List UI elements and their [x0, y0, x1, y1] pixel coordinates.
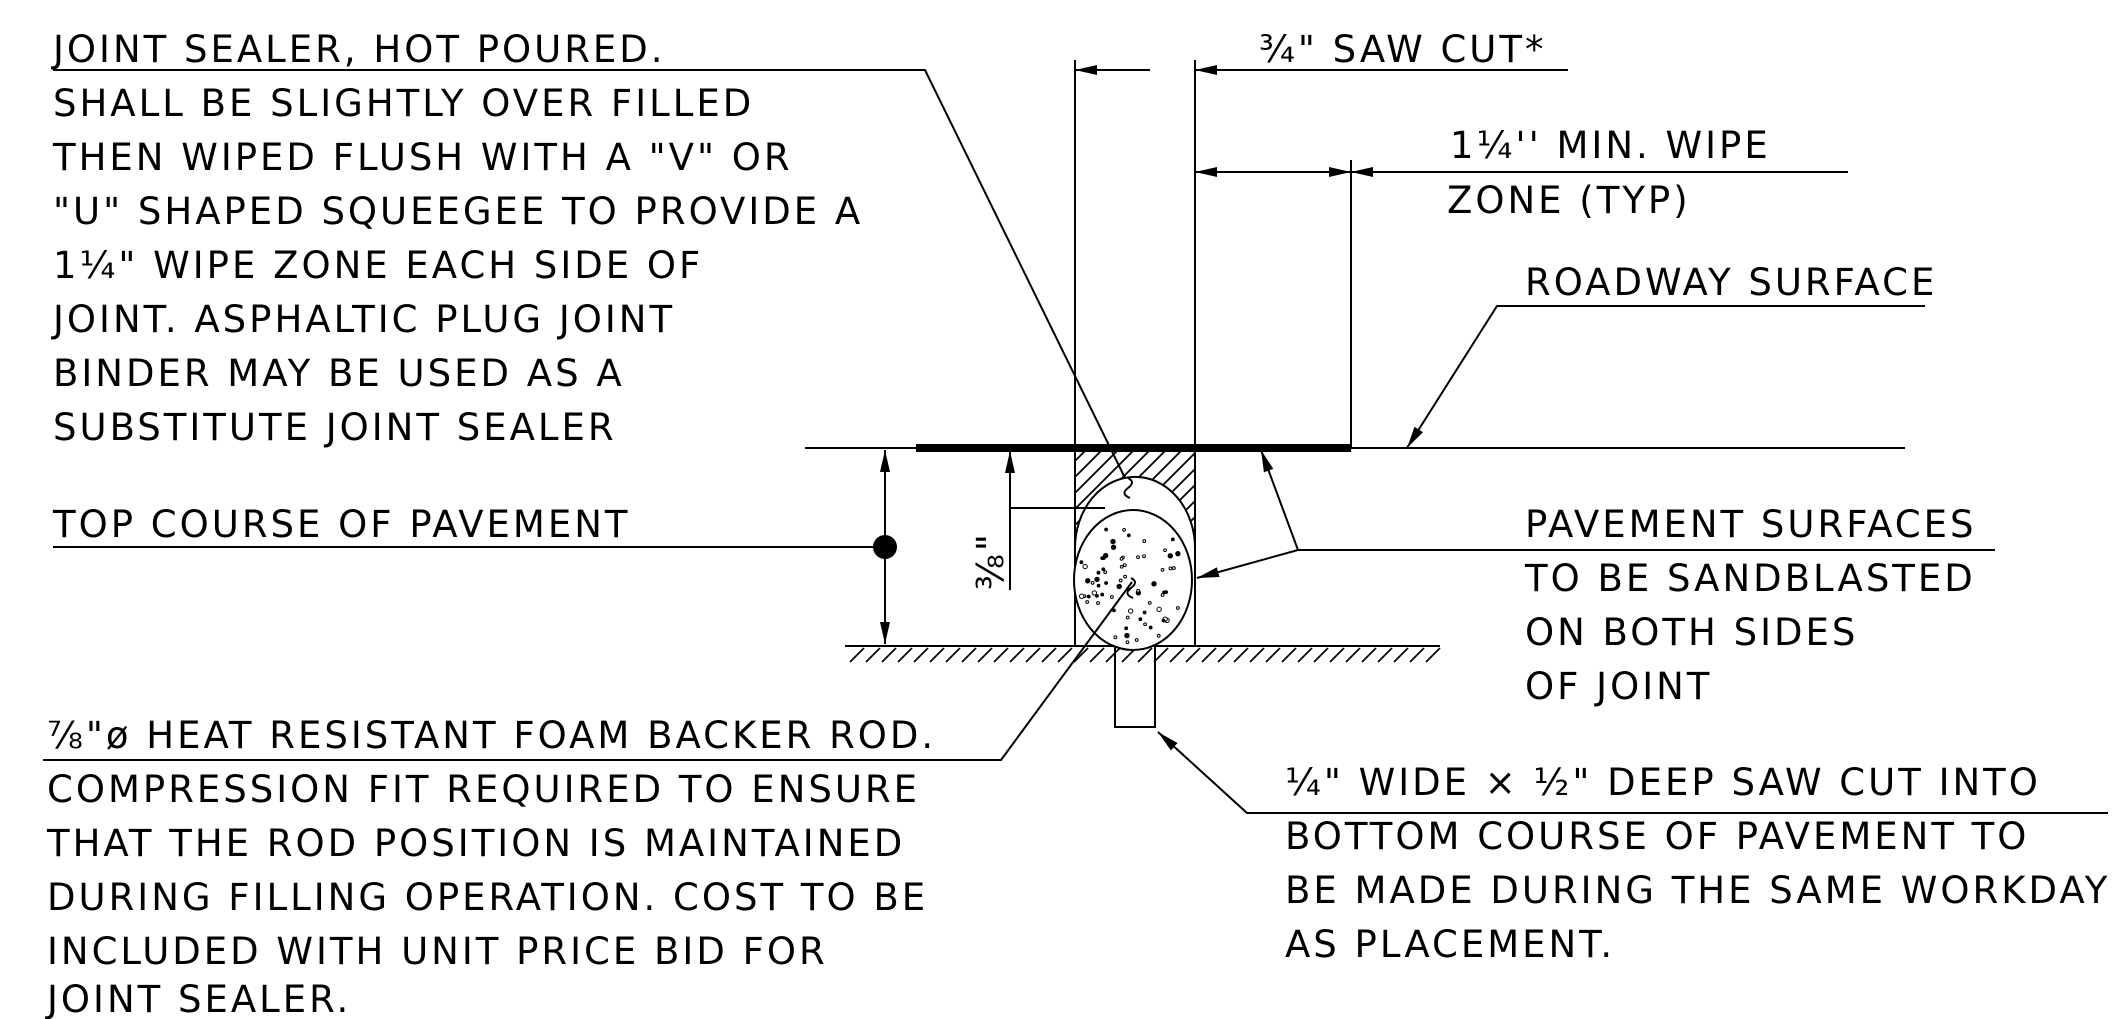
bottom-saw-cut [1114, 646, 1156, 728]
backer-rod-line: DURING FILLING OPERATION. COST TO BE [47, 876, 928, 919]
wipe-zone-label-2: ZONE (TYP) [1447, 179, 1691, 222]
wipe-zone-label-1: 1¼'' MIN. WIPE [1450, 124, 1771, 167]
backer-rod-line: COMPRESSION FIT REQUIRED TO ENSURE [47, 768, 920, 811]
roadway-surface-label: ROADWAY SURFACE [1525, 261, 1937, 304]
bottom-saw-cut-line: AS PLACEMENT. [1285, 923, 1615, 966]
joint-sealer-leader [53, 69, 1126, 479]
joint-sealer-line: BINDER MAY BE USED AS A [53, 352, 625, 395]
joint-sealer-line: THEN WIPED FLUSH WITH A "V" OR [52, 136, 793, 179]
sealer-depth-label: ⅜" [969, 531, 1012, 590]
sandblast-line: OF JOINT [1525, 665, 1712, 708]
sandblast-note: PAVEMENT SURFACES TO BE SANDBLASTED ON B… [1524, 503, 1976, 708]
joint-sealer-fill [1074, 449, 1196, 549]
backer-rod-line: ⅞"ø HEAT RESISTANT FOAM BACKER ROD. [47, 714, 936, 757]
ground-hatch [849, 647, 1441, 663]
sandblast-line: ON BOTH SIDES [1525, 611, 1858, 654]
bottom-saw-cut-leader [1157, 731, 2108, 814]
backer-rod-line: JOINT SEALER. [45, 978, 351, 1019]
top-course-label: TOP COURSE OF PAVEMENT [52, 503, 631, 546]
joint-sealer-line: 1¼" WIPE ZONE EACH SIDE OF [53, 244, 703, 287]
saw-cut-label: ¾" SAW CUT* [1259, 28, 1546, 71]
bottom-saw-cut-line: BOTTOM COURSE OF PAVEMENT TO [1285, 815, 2029, 858]
bottom-saw-cut-note: ¼" WIDE × ½" DEEP SAW CUT INTO BOTTOM CO… [1285, 761, 2110, 966]
bottom-saw-cut-line: BE MADE DURING THE SAME WORKDAY [1285, 869, 2110, 912]
joint-sealer-note: JOINT SEALER, HOT POURED. SHALL BE SLIGH… [51, 28, 863, 449]
top-course-dot [873, 535, 897, 559]
sandblast-line: PAVEMENT SURFACES [1525, 503, 1976, 546]
joint-sealer-line: SUBSTITUTE JOINT SEALER [53, 406, 617, 449]
joint-sealer-line: JOINT. ASPHALTIC PLUG JOINT [51, 298, 675, 341]
sandblast-leader-side [1196, 549, 1299, 579]
joint-sealer-line: "U" SHAPED SQUEEGEE TO PROVIDE A [53, 190, 863, 233]
bottom-saw-cut-line: ¼" WIDE × ½" DEEP SAW CUT INTO [1285, 761, 2041, 804]
roadway-surface-leader [1406, 305, 1925, 449]
joint-sealer-leader-squiggle [1123, 477, 1133, 499]
backer-rod-leader [43, 581, 1133, 761]
joint-sealer-line: JOINT SEALER, HOT POURED. [51, 28, 666, 71]
backer-rod-note: ⅞"ø HEAT RESISTANT FOAM BACKER ROD. COMP… [45, 714, 936, 1019]
backer-rod-leader-squiggle [1126, 577, 1136, 599]
sandblast-line: TO BE SANDBLASTED [1524, 557, 1976, 600]
backer-rod-line: THAT THE ROD POSITION IS MAINTAINED [46, 822, 905, 865]
joint-sealer-line: SHALL BE SLIGHTLY OVER FILLED [53, 82, 754, 125]
backer-rod-line: INCLUDED WITH UNIT PRICE BID FOR [47, 930, 828, 973]
leaders [43, 69, 2108, 814]
